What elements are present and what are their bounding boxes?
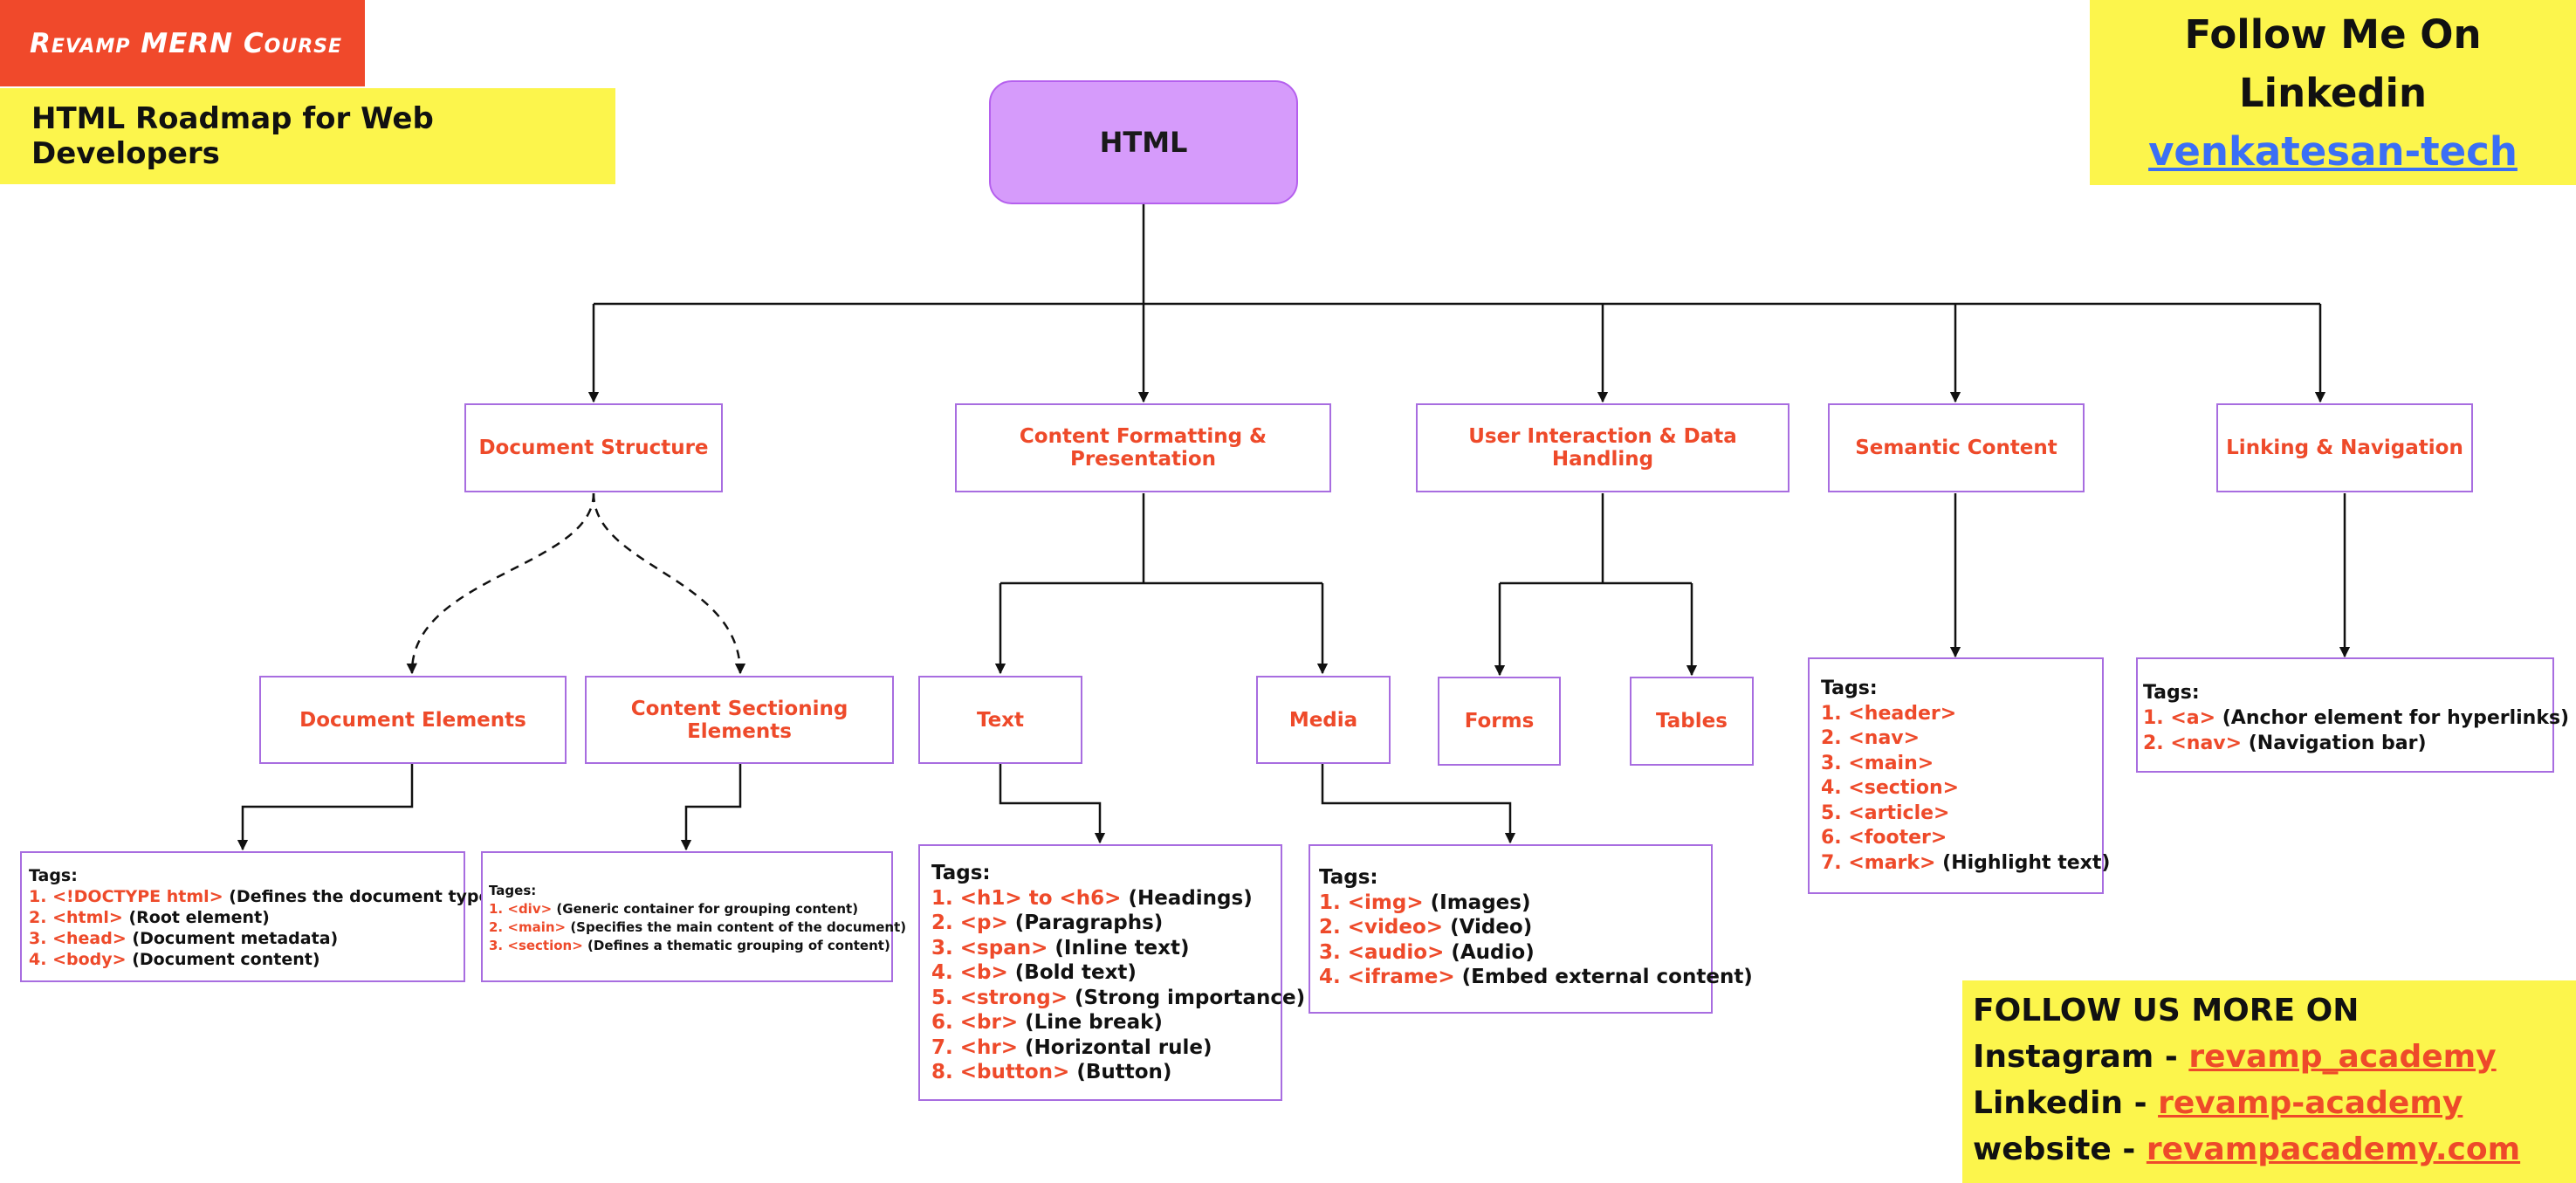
linkedin-link[interactable]: revamp-academy (2158, 1085, 2463, 1121)
tag-row: 2. <p> (Paragraphs) (931, 911, 1164, 934)
dashed-arrow-document-elements (406, 492, 595, 675)
tag-row: 1. <!DOCTYPE html> (Defines the document… (29, 887, 498, 906)
tagbox-media: Tags: 1. <img> (Images) 2. <video> (Vide… (1309, 844, 1753, 1014)
tag-row: 7. <hr> (Horizontal rule) (931, 1035, 1212, 1059)
dashed-arrow-content-sectioning (592, 492, 746, 675)
tagbox-heading: Tags: (29, 866, 78, 885)
follow-us-box: FOLLOW US MORE ON Instagram - revamp_aca… (1962, 980, 2576, 1183)
arrow-to-document-tags (237, 764, 414, 851)
follow-me-box: Follow Me On Linkedin venkatesan-tech (2090, 0, 2576, 185)
tag-row: 5. <article> (1821, 801, 1950, 824)
page-title: HTML Roadmap for Web Developers (0, 88, 615, 184)
tag-row: 2. <nav> (Navigation bar) (2143, 732, 2427, 754)
tagbox-heading: Tags: (1821, 677, 1878, 699)
node-linking-navigation: Linking & Navigation (2216, 403, 2473, 492)
tag-row: 7. <mark> (Highlight text) (1821, 851, 2111, 874)
formatting-split-line (1000, 493, 1322, 585)
tag-row: 3. <audio> (Audio) (1319, 940, 1535, 964)
tagbox-content-sectioning: Tages: 1. <div> (Generic container for g… (481, 851, 907, 982)
tag-row: 4. <b> (Bold text) (931, 961, 1137, 984)
tag-row: 2. <video> (Video) (1319, 916, 1533, 939)
tag-row: 4. <body> (Document content) (29, 950, 320, 969)
follow-line-2: Linkedin (2238, 70, 2428, 116)
tag-row: 1. <header> (1821, 702, 1957, 725)
tag-row: 3. <head> (Document metadata) (29, 929, 339, 948)
footer-row-linkedin: Linkedin - revamp-academy (1973, 1085, 2463, 1121)
tagbox-heading: Tags: (1319, 866, 1378, 889)
tag-row: 3. <main> (1821, 752, 1934, 774)
node-text: Text (918, 676, 1082, 764)
tag-row: 5. <strong> (Strong importance) (931, 986, 1306, 1009)
tag-row: 2. <nav> (1821, 727, 1920, 749)
tagbox-text: Tags: 1. <h1> to <h6> (Headings) 2. <p> … (918, 844, 1306, 1101)
arrow-to-text-tags (999, 764, 1106, 844)
tag-row: 3. <span> (Inline text) (931, 936, 1190, 959)
arrow-to-sectioning-tags (680, 764, 742, 851)
instagram-link[interactable]: revamp_academy (2188, 1039, 2497, 1075)
node-forms: Forms (1438, 677, 1561, 766)
node-tables: Tables (1630, 677, 1754, 766)
interaction-split-line (1500, 493, 1692, 585)
node-semantic-content: Semantic Content (1828, 403, 2085, 492)
footer-heading: FOLLOW US MORE ON (1973, 993, 2360, 1028)
linkedin-handle-link[interactable]: venkatesan-tech (2148, 128, 2518, 175)
follow-line-1: Follow Me On (2184, 11, 2482, 58)
tagbox-heading: Tages: (489, 883, 537, 898)
node-media: Media (1256, 676, 1391, 764)
tag-row: 2. <html> (Root element) (29, 908, 270, 927)
tag-row: 8. <button> (Button) (931, 1061, 1172, 1083)
tag-row: 3. <section> (Defines a thematic groupin… (489, 938, 890, 953)
tag-row: 6. <br> (Line break) (931, 1011, 1163, 1034)
footer-row-website: website - revampacademy.com (1973, 1131, 2521, 1167)
website-link[interactable]: revampacademy.com (2146, 1131, 2521, 1167)
arrow-to-media-tags (1321, 764, 1516, 844)
tagbox-document-elements: Tags: 1. <!DOCTYPE html> (Defines the do… (20, 851, 498, 982)
footer-row-instagram: Instagram - revamp_academy (1973, 1039, 2497, 1075)
node-user-interaction: User Interaction & Data Handling (1416, 403, 1789, 492)
tag-row: 4. <iframe> (Embed external content) (1319, 966, 1753, 988)
node-document-structure: Document Structure (464, 403, 723, 492)
tagbox-linking: Tags: 1. <a> (Anchor element for hyperli… (2136, 657, 2570, 773)
tag-row: 6. <footer> (1821, 827, 1947, 849)
tagbox-heading: Tags: (931, 862, 991, 884)
tag-row: 1. <img> (Images) (1319, 891, 1531, 914)
tag-row: 4. <section> (1821, 777, 1960, 799)
tag-row: 1. <a> (Anchor element for hyperlinks) (2143, 707, 2570, 729)
node-content-sectioning: Content Sectioning Elements (585, 676, 894, 764)
course-badge: Revamp MERN Course (0, 0, 365, 86)
tag-row: 1. <div> (Generic container for grouping… (489, 901, 859, 917)
root-node-html: HTML (989, 80, 1298, 204)
tag-row: 1. <h1> to <h6> (Headings) (931, 886, 1253, 910)
tag-row: 2. <main> (Specifies the main content of… (489, 919, 907, 935)
tagbox-semantic: Tags: 1. <header> 2. <nav> 3. <main> 4. … (1808, 657, 2111, 894)
tagbox-heading: Tags: (2143, 682, 2200, 704)
node-content-formatting: Content Formatting & Presentation (955, 403, 1331, 492)
node-document-elements: Document Elements (259, 676, 567, 764)
